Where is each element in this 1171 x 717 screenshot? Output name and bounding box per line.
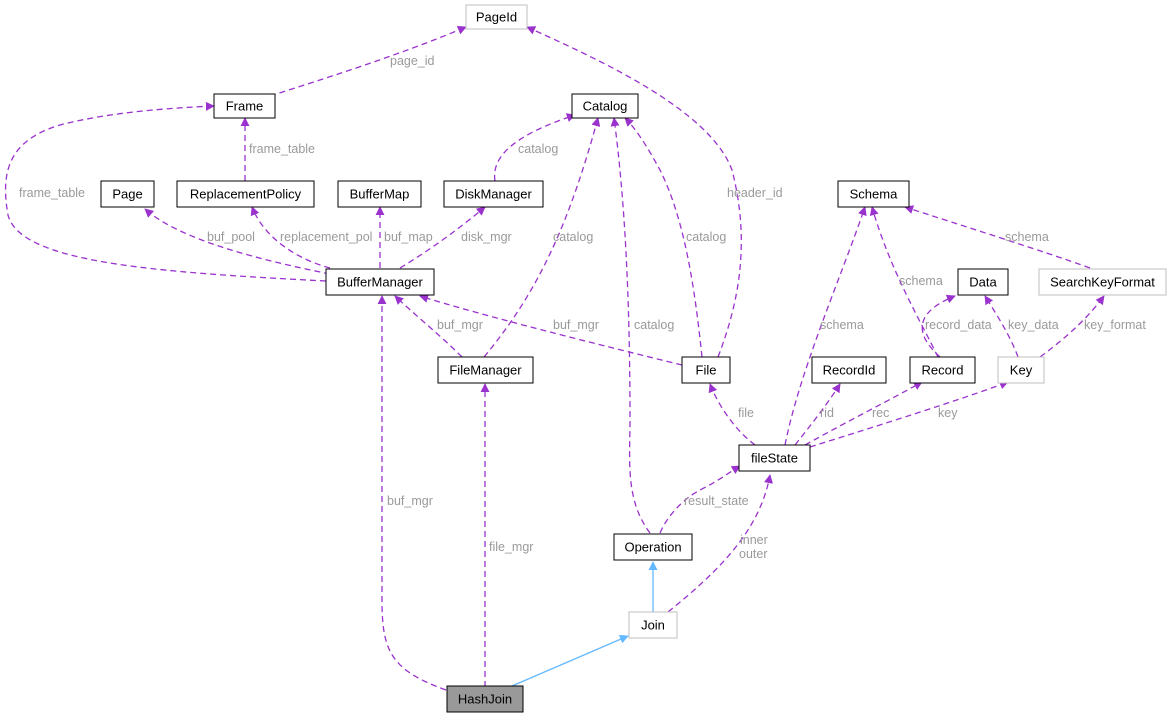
edges — [4, 26, 1105, 691]
edge-label-replacement-pol: replacement_pol — [280, 230, 372, 244]
node-frame-label: Frame — [226, 99, 264, 114]
node-filemanager[interactable]: FileManager — [437, 356, 534, 384]
node-filemanager-label: FileManager — [449, 363, 522, 378]
edge-label-catalog-file: catalog — [686, 230, 726, 244]
edge-key-data — [984, 295, 1019, 358]
edge-filestate-record — [804, 381, 923, 446]
edge-label-catalog-op: catalog — [634, 318, 674, 332]
edge-label-disk-mgr: disk_mgr — [461, 230, 512, 244]
edge-label-schema-rec: schema — [899, 274, 943, 288]
node-schema[interactable]: Schema — [837, 180, 910, 208]
edge-label-catalog-fm: catalog — [553, 230, 593, 244]
edge-buffermanager-frame — [4, 101, 327, 282]
edge-label-rid: rid — [820, 406, 834, 420]
edge-operation-filestate — [659, 465, 741, 534]
edge-label-key-data: key_data — [1008, 318, 1059, 332]
nodes: PageId Frame Catalog Page ReplacementPol… — [100, 4, 1167, 713]
node-schema-label: Schema — [850, 187, 898, 202]
edge-label-key: key — [938, 406, 958, 420]
node-file[interactable]: File — [681, 356, 731, 384]
node-filestate-label: fileState — [751, 451, 798, 466]
edge-label-inner: inner — [740, 533, 768, 547]
edge-label-catalog-disk: catalog — [518, 142, 558, 156]
edge-label-buf-pool: buf_pool — [207, 230, 255, 244]
edge-label-buf-mgr-file: buf_mgr — [553, 318, 599, 332]
edge-label-buf-mgr-hj: buf_mgr — [387, 494, 433, 508]
node-buffermanager[interactable]: BufferManager — [325, 268, 435, 296]
edge-file-catalog — [624, 117, 703, 358]
edge-label-file-mgr: file_mgr — [489, 540, 533, 554]
edge-filemanager-buffermanager — [394, 295, 463, 358]
node-recordid[interactable]: RecordId — [811, 356, 887, 384]
node-page[interactable]: Page — [100, 180, 155, 208]
node-hashjoin[interactable]: HashJoin — [446, 685, 524, 713]
node-file-label: File — [696, 363, 717, 378]
edge-label-schema-sk: schema — [1005, 230, 1049, 244]
node-searchkeyformat-label: SearchKeyFormat — [1050, 275, 1155, 290]
edge-hashjoin-join — [511, 634, 629, 687]
node-page-label: Page — [112, 187, 142, 202]
edge-filestate-schema — [784, 206, 867, 446]
node-recordid-label: RecordId — [823, 363, 876, 378]
node-record-label: Record — [922, 363, 964, 378]
node-key[interactable]: Key — [997, 356, 1045, 384]
edge-label-schema-fs: schema — [820, 318, 864, 332]
edge-label-page-id: page_id — [390, 54, 435, 68]
node-filestate[interactable]: fileState — [738, 444, 811, 472]
node-key-label: Key — [1010, 363, 1033, 378]
node-record[interactable]: Record — [909, 356, 976, 384]
edge-label-header-id: header_id — [727, 186, 783, 200]
edge-operation-catalog — [610, 117, 651, 534]
edge-buffermanager-replacementpolicy — [250, 206, 331, 269]
edge-buffermanager-diskmanager — [399, 206, 486, 269]
edge-file-pageid — [526, 26, 742, 358]
edge-record-schema — [869, 206, 939, 358]
node-data-label: Data — [969, 275, 997, 290]
node-data[interactable]: Data — [957, 268, 1009, 296]
edge-label-result-state: result_state — [684, 494, 749, 508]
node-hashjoin-label: HashJoin — [458, 692, 512, 707]
node-replacementpolicy[interactable]: ReplacementPolicy — [176, 180, 315, 208]
edge-filestate-key — [809, 380, 1009, 448]
edge-record-data — [921, 294, 956, 358]
edge-label-rec: rec — [872, 406, 889, 420]
node-buffermap-label: BufferMap — [350, 187, 410, 202]
edge-label-file: file — [738, 406, 754, 420]
node-catalog-label: Catalog — [583, 99, 628, 114]
edge-frame-pageid — [269, 26, 467, 97]
node-searchkeyformat[interactable]: SearchKeyFormat — [1038, 268, 1167, 296]
node-join-label: Join — [641, 618, 665, 633]
node-join[interactable]: Join — [628, 611, 678, 639]
edge-key-searchkeyformat — [1039, 295, 1105, 358]
edge-label-record-data: record_data — [925, 318, 992, 332]
edge-hashjoin-buffermanager — [377, 295, 447, 691]
node-catalog[interactable]: Catalog — [571, 93, 639, 119]
edge-file-buffermanager — [419, 294, 683, 366]
node-buffermap[interactable]: BufferMap — [337, 180, 422, 208]
node-pageid[interactable]: PageId — [465, 4, 528, 30]
edge-label-frame-table: frame_table — [249, 142, 315, 156]
node-operation-label: Operation — [624, 540, 681, 555]
edge-searchkeyformat-schema — [904, 205, 1091, 269]
edge-label-buf-map: buf_map — [384, 230, 433, 244]
node-operation[interactable]: Operation — [613, 533, 693, 561]
edge-filestate-file — [708, 383, 756, 446]
node-pageid-label: PageId — [476, 10, 517, 25]
node-diskmanager-label: DiskManager — [455, 187, 532, 202]
edge-label-outer: outer — [739, 547, 768, 561]
edge-join-filestate — [667, 474, 773, 613]
node-frame[interactable]: Frame — [213, 93, 276, 119]
edge-label-frame-table-left: frame_table — [19, 186, 85, 200]
edge-label-buf-mgr-fm: buf_mgr — [437, 318, 483, 332]
node-diskmanager[interactable]: DiskManager — [443, 180, 544, 208]
node-buffermanager-label: BufferManager — [337, 275, 423, 290]
edge-filestate-recordid — [794, 383, 841, 446]
edge-filemanager-catalog — [483, 117, 601, 358]
node-replacementpolicy-label: ReplacementPolicy — [190, 187, 302, 202]
edge-labels: page_id frame_table frame_table catalog … — [19, 54, 1146, 561]
edge-label-key-format: key_format — [1084, 318, 1146, 332]
